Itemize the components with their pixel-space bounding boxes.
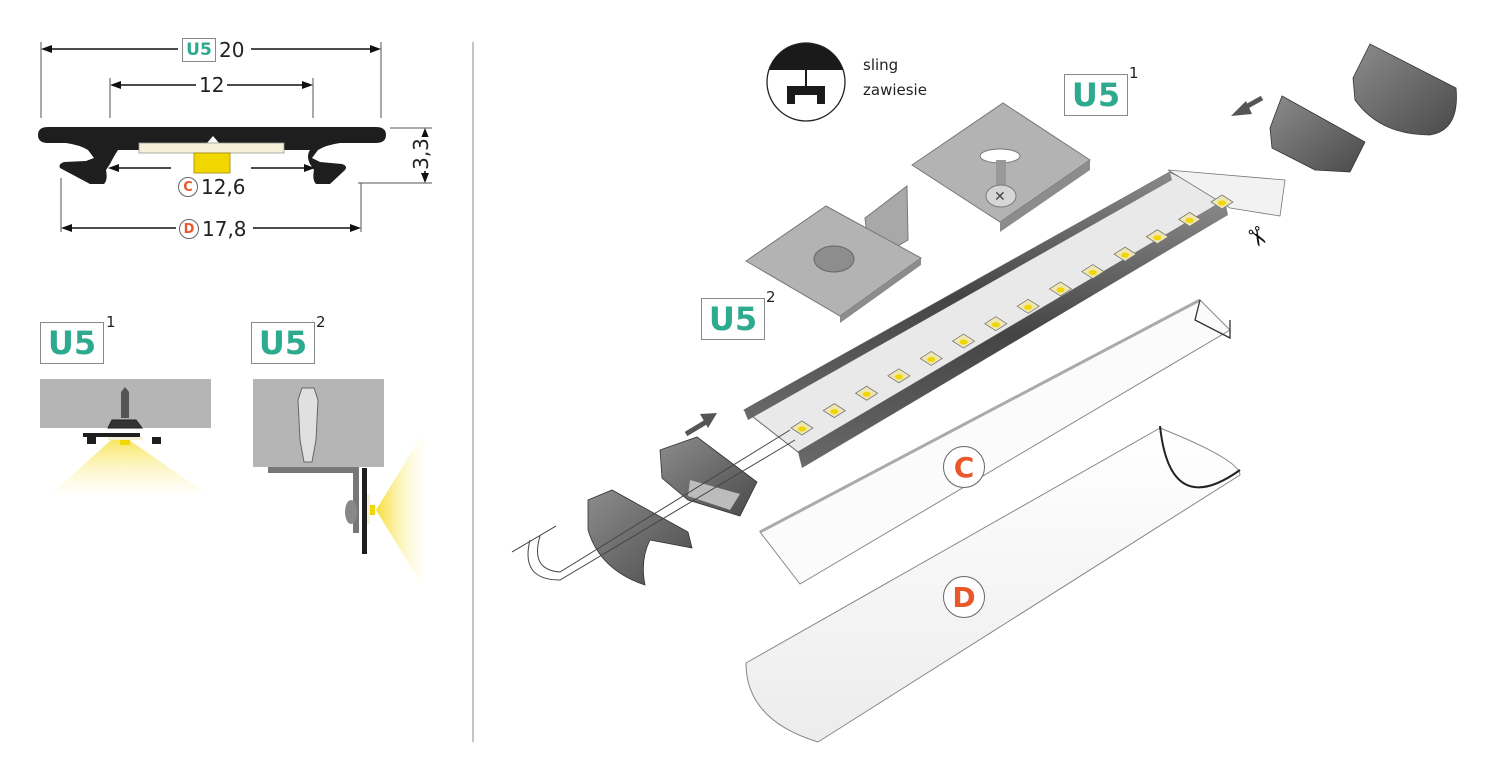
- bracket-1-index: 1: [1129, 64, 1139, 82]
- cover-d-label: D: [943, 576, 985, 618]
- arrowhead: [421, 128, 429, 138]
- mounting-badge-2: U5: [251, 322, 315, 364]
- arrowhead: [41, 45, 52, 53]
- bracket-2-index: 2: [766, 288, 776, 306]
- sling-label-pl: zawiesie: [863, 81, 927, 99]
- arrowhead: [304, 164, 315, 172]
- overall-width-value: 20: [216, 38, 248, 62]
- mounting-index-2: 2: [316, 313, 326, 331]
- arrowhead: [108, 164, 119, 172]
- inner-width-value: 12: [196, 73, 228, 97]
- led-chip: [193, 152, 231, 174]
- profile-cross-section: [38, 127, 386, 184]
- dimension-overall-width: U5 20: [178, 38, 252, 62]
- bracket-1-badge: U5: [1064, 74, 1128, 116]
- cover-d-marker: D: [179, 219, 199, 239]
- arrowhead: [110, 81, 121, 89]
- cover-c-marker: C: [178, 177, 198, 197]
- dimension-cover-c: C 12,6: [178, 175, 249, 199]
- profile-badge: U5: [182, 38, 216, 62]
- cover-c-width-value: 12,6: [198, 175, 249, 199]
- arrowhead: [421, 173, 429, 183]
- profile-notch: [207, 136, 219, 143]
- cover-d-width-value: 17,8: [199, 217, 250, 241]
- arrowhead: [370, 45, 381, 53]
- dimension-cover-d: D 17,8: [176, 217, 253, 241]
- sling-label-en: sling: [863, 56, 899, 74]
- height-value: 3,3: [409, 137, 433, 171]
- cover-c-label: C: [943, 446, 985, 488]
- mounting-index-1: 1: [106, 313, 116, 331]
- arrowhead: [350, 224, 361, 232]
- bracket-2-badge: U5: [701, 298, 765, 340]
- led-strip-section: [138, 142, 285, 154]
- arrowhead: [302, 81, 313, 89]
- arrowhead: [61, 224, 72, 232]
- mounting-badge-1: U5: [40, 322, 104, 364]
